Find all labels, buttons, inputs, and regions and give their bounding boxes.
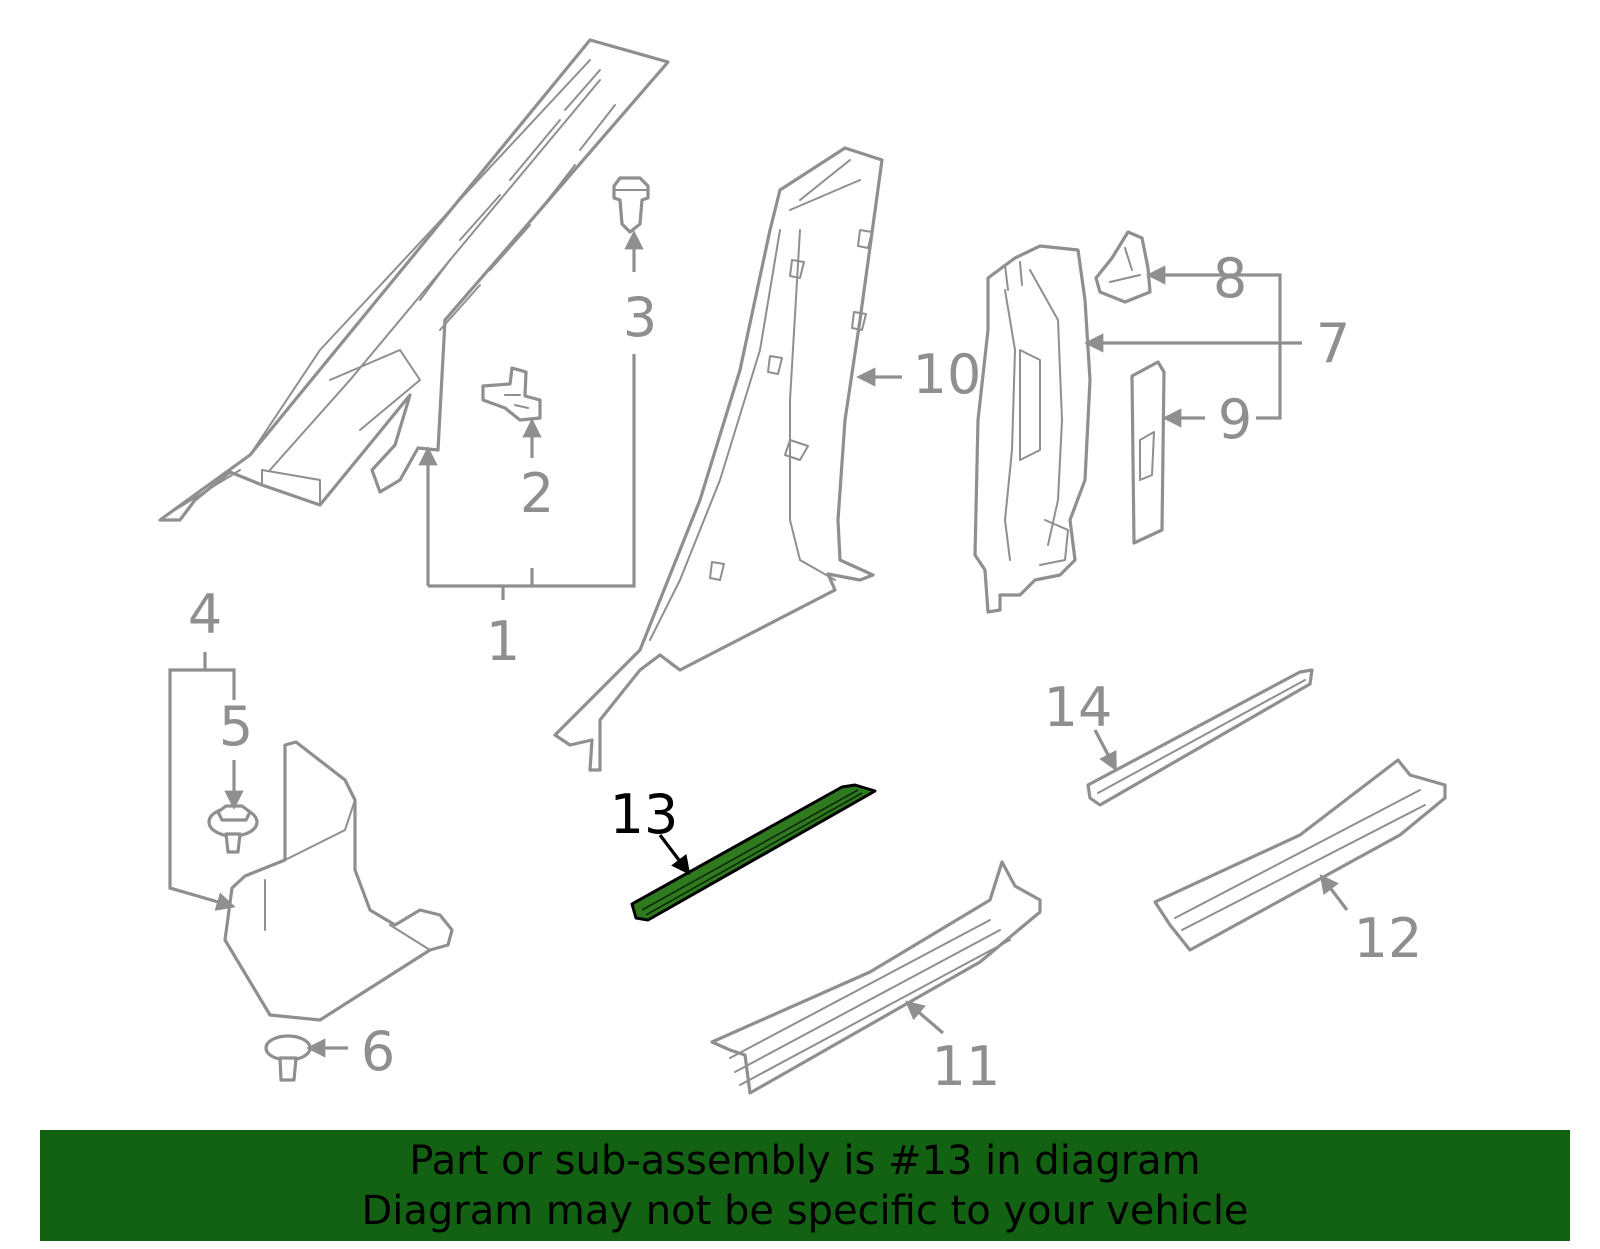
retainer-part-6 [264,1034,312,1082]
push-pin-part-3 [612,176,650,234]
sill-strip-part-14 [1086,668,1314,807]
callout-6: 6 [361,1020,395,1083]
banner-line-disclaimer: Diagram may not be specific to your vehi… [361,1188,1249,1234]
callout-4: 4 [188,583,222,646]
leader-lines [168,230,1349,1058]
callout-14: 14 [1044,676,1113,739]
callout-2: 2 [520,462,554,525]
scuff-plate-part-12 [1153,758,1447,952]
callout-3: 3 [623,286,657,349]
kick-panel-part [223,740,454,1022]
grommet-part-5 [207,804,259,854]
highlighted-sill-strip-part-13 [630,783,877,922]
callout-10: 10 [913,343,982,406]
callout-1: 1 [486,610,520,673]
callout-9: 9 [1218,388,1252,451]
callout-7: 7 [1316,312,1350,375]
callout-12: 12 [1354,907,1423,970]
banner-line-part-number: Part or sub-assembly is #13 in diagram [409,1138,1201,1184]
clip-part-2 [481,366,542,422]
callout-5: 5 [219,695,253,758]
b-pillar-lower-trim-part [973,244,1092,614]
callout-11: 11 [932,1035,1001,1098]
info-banner: Part or sub-assembly is #13 in diagram D… [40,1130,1570,1241]
b-pillar-trim-part [553,146,884,772]
callout-13: 13 [610,783,679,846]
strip-part-9 [1130,360,1166,545]
scuff-plate-part-11 [710,860,1042,1095]
a-pillar-trim-part [158,38,670,522]
clip-part-8 [1094,230,1152,304]
callout-8: 8 [1213,247,1247,310]
